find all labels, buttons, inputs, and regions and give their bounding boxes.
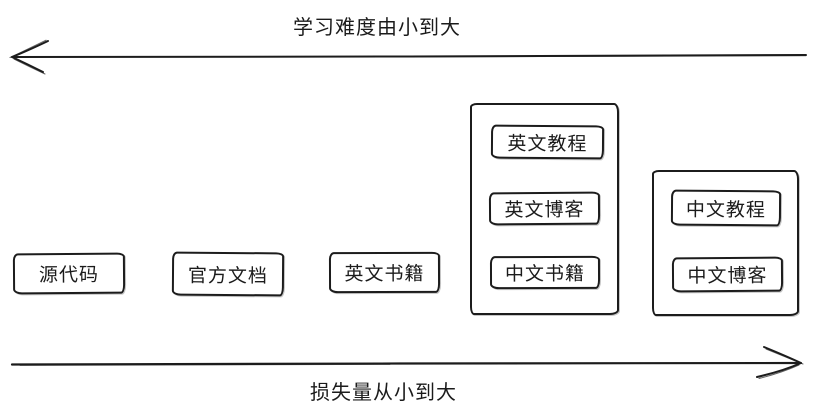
node-chinese-books: 中文书籍 xyxy=(489,255,601,290)
node-english-books-label: 英文书籍 xyxy=(344,263,425,286)
node-chinese-books-label: 中文书籍 xyxy=(504,263,586,286)
node-chinese-blogs: 中文博客 xyxy=(671,256,784,293)
node-chinese-blogs-label: 中文博客 xyxy=(687,265,768,288)
node-official-docs: 官方文档 xyxy=(171,251,285,297)
node-english-blogs-label: 英文博客 xyxy=(504,199,585,222)
node-english-tutorials: 英文教程 xyxy=(490,124,605,160)
group-chinese-resources: 中文教程 中文博客 xyxy=(652,170,799,316)
node-source-code-label: 源代码 xyxy=(38,264,100,287)
node-english-tutorials-label: 英文教程 xyxy=(507,133,588,155)
top-axis-label: 学习难度由小到大 xyxy=(293,17,461,39)
group-english-resources: 英文教程 英文博客 中文书籍 xyxy=(470,103,619,315)
node-official-docs-label: 官方文档 xyxy=(187,265,269,287)
bottom-arrow-right xyxy=(10,346,804,379)
node-english-books: 英文书籍 xyxy=(328,251,441,294)
bottom-axis-label: 损失量从小到大 xyxy=(310,382,457,404)
node-chinese-tutorials-label: 中文教程 xyxy=(685,199,767,221)
node-chinese-tutorials: 中文教程 xyxy=(670,189,782,227)
node-source-code: 源代码 xyxy=(12,252,126,295)
top-arrow-left xyxy=(9,39,807,75)
node-english-blogs: 英文博客 xyxy=(488,191,601,226)
